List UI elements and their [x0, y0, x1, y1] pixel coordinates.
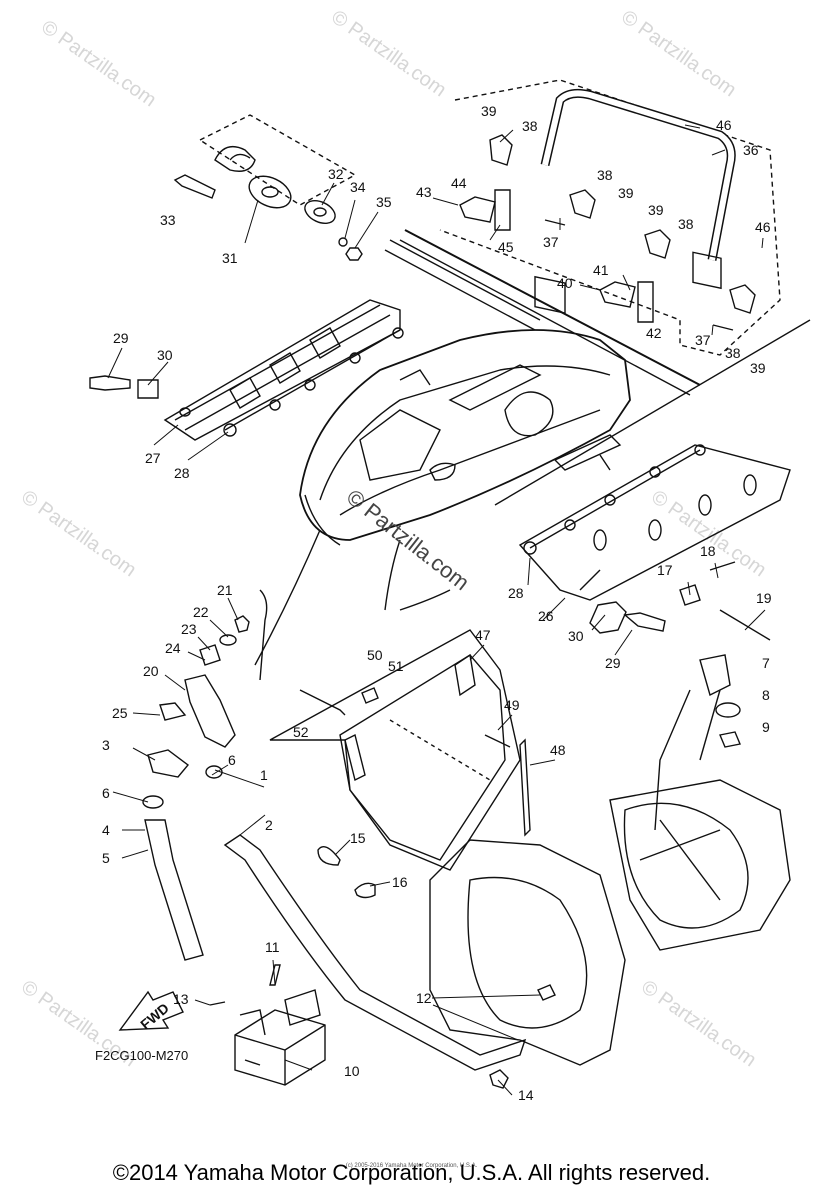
callout-6: 6	[228, 752, 236, 768]
callout-8: 8	[762, 687, 770, 703]
callout-50: 50	[367, 647, 383, 663]
callout-28b: 28	[508, 585, 524, 601]
diagram-code: F2CG100-M270	[95, 1048, 188, 1063]
watermark: © Partzilla.com	[37, 16, 160, 111]
callout-51: 51	[388, 658, 404, 674]
callout-17: 17	[657, 562, 673, 578]
part-group-31	[173, 114, 541, 331]
callout-21: 21	[217, 582, 233, 598]
callout-32: 32	[328, 166, 344, 182]
callout-28: 28	[174, 465, 190, 481]
callout-48: 48	[550, 742, 566, 758]
callout-24: 24	[165, 640, 181, 656]
callout-18: 18	[700, 543, 716, 559]
callout-37b: 37	[695, 332, 711, 348]
callout-25: 25	[112, 705, 128, 721]
callout-46b: 46	[755, 219, 771, 235]
watermark: © Partzilla.com	[617, 6, 740, 101]
callout-30b: 30	[568, 628, 584, 644]
fine-print: (c) 2005-2016 Yamaha Motor Corporation, …	[345, 1163, 478, 1169]
callout-11: 11	[265, 939, 280, 955]
callout-52: 52	[293, 724, 309, 740]
callout-30: 30	[157, 347, 173, 363]
callout-31: 31	[222, 250, 238, 266]
callout-35: 35	[376, 194, 392, 210]
callout-20: 20	[143, 663, 159, 679]
callout-9: 9	[762, 719, 770, 735]
callout-16: 16	[392, 874, 408, 890]
callout-14: 14	[518, 1087, 534, 1103]
callout-45: 45	[498, 239, 514, 255]
fwd-arrow	[118, 990, 184, 1031]
rail-right	[494, 319, 811, 641]
callout-40: 40	[557, 275, 573, 291]
callout-2: 2	[265, 817, 273, 833]
callout-36: 36	[743, 142, 759, 158]
watermark: © Partzilla.com	[327, 6, 450, 101]
callout-1: 1	[260, 767, 268, 783]
callout-19: 19	[756, 590, 772, 606]
connector-lines	[254, 454, 611, 666]
callout-10: 10	[344, 1063, 360, 1079]
callout-7: 7	[762, 655, 770, 671]
callout-22: 22	[193, 604, 209, 620]
callout-39: 39	[481, 103, 497, 119]
callout-38b: 38	[597, 167, 613, 183]
callout-15: 15	[350, 830, 366, 846]
watercraft-body	[299, 329, 631, 546]
callout-42: 42	[646, 325, 662, 341]
callout-39c: 39	[648, 202, 664, 218]
cover-plate	[269, 629, 531, 871]
callout-44: 44	[451, 175, 467, 191]
watermark: © Partzilla.com	[637, 976, 760, 1071]
callout-5: 5	[102, 850, 110, 866]
callout-49: 49	[504, 697, 520, 713]
part-group-36	[399, 79, 781, 396]
callout-labels: 1 2 3 4 5 6 6 7 8 9 10 11 12 13 14 15 16…	[102, 103, 772, 1103]
leader-lines	[107, 124, 766, 1096]
part-group-20	[159, 589, 268, 748]
callout-37: 37	[543, 234, 559, 250]
callout-26: 26	[538, 608, 554, 624]
callout-38d: 38	[725, 345, 741, 361]
callout-29b: 29	[605, 655, 621, 671]
callout-46: 46	[716, 117, 732, 133]
control-module	[209, 964, 326, 1086]
callout-43: 43	[416, 184, 432, 200]
center-watermark: © Partzilla.com	[342, 484, 474, 595]
callout-29: 29	[113, 330, 129, 346]
hose-group	[142, 749, 527, 1071]
callout-4: 4	[102, 822, 110, 838]
watermark: © Partzilla.com	[17, 486, 140, 581]
callout-47: 47	[475, 627, 491, 643]
callout-38: 38	[522, 118, 538, 134]
callout-27: 27	[145, 450, 161, 466]
callout-33: 33	[160, 212, 176, 228]
rail-left	[89, 299, 404, 441]
callout-13: 13	[173, 991, 189, 1007]
callout-6b: 6	[102, 785, 110, 801]
copyright-footer: ©2014 Yamaha Motor Corporation, U.S.A. A…	[112, 1160, 711, 1185]
callout-38c: 38	[678, 216, 694, 232]
callout-12: 12	[416, 990, 432, 1006]
callout-39b: 39	[618, 185, 634, 201]
callout-34: 34	[350, 179, 366, 195]
callout-41: 41	[593, 262, 609, 278]
callout-23: 23	[181, 621, 197, 637]
pump-housing	[429, 654, 791, 1089]
callout-3: 3	[102, 737, 110, 753]
callout-39d: 39	[750, 360, 766, 376]
